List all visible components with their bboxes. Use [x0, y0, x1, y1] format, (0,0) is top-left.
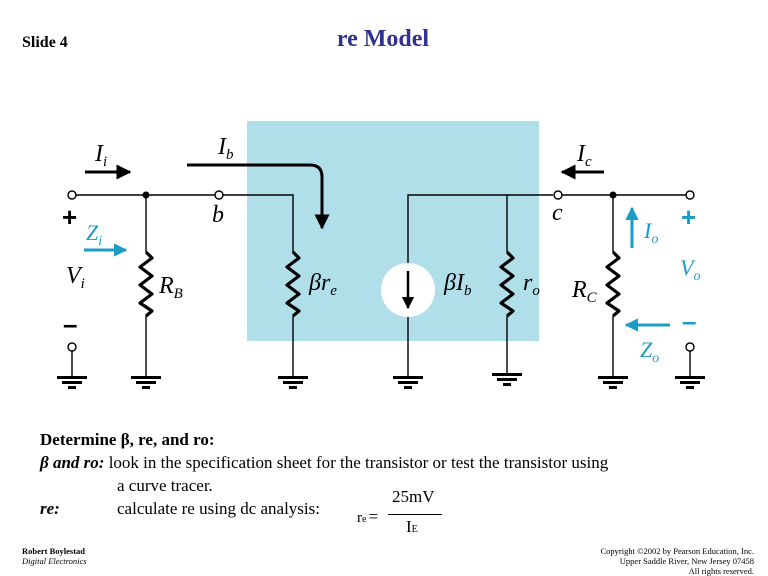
- base-terminal: [214, 190, 224, 200]
- output-terminal: [685, 190, 695, 200]
- ro-resistor: [499, 250, 515, 318]
- label-vo: Vo: [680, 255, 700, 284]
- copyright-line-3: All rights reserved.: [688, 566, 754, 576]
- determine-heading: Determine β, re, and ro:: [40, 430, 215, 449]
- formula-numerator: 25mV: [392, 487, 435, 506]
- vi-minus-terminal: [67, 342, 77, 352]
- label-beta-re: βre: [308, 270, 337, 299]
- ground-symbol: [131, 376, 161, 389]
- vi-minus-sign: –: [63, 309, 77, 339]
- ground-symbol: [598, 376, 628, 389]
- vo-plus-sign: +: [681, 202, 696, 232]
- ib-arrow: [187, 163, 330, 230]
- beta-ro-text: look in the specification sheet for the …: [104, 453, 609, 472]
- label-zo: Zo: [640, 337, 659, 366]
- label-vi: Vi: [66, 263, 85, 292]
- ground-symbol: [492, 373, 522, 386]
- label-ic: Ic: [576, 141, 592, 170]
- vo-minus-sign: –: [682, 306, 696, 336]
- formula-denominator: IE: [406, 517, 418, 536]
- re-model-circuit-diagram: Ii Ib Ic b c Vi RB βre βIb ro RC Zi Io V…: [57, 121, 705, 389]
- beta-ro-line: β and ro: look in the specification shee…: [40, 451, 608, 474]
- ground-symbol: [278, 376, 308, 389]
- label-io: Io: [643, 218, 658, 247]
- label-rb: RB: [158, 273, 183, 302]
- label-ii: Ii: [94, 141, 107, 170]
- collector-wire: [407, 194, 553, 270]
- slide-title: re Model: [0, 26, 768, 53]
- label-ib: Ib: [217, 134, 234, 163]
- copyright-line-2: Upper Saddle River, New Jersey 07458: [619, 556, 754, 566]
- slide-number: Slide 4: [22, 34, 68, 51]
- rb-resistor: [138, 250, 154, 318]
- output-junction-dot: [609, 191, 617, 199]
- ground-symbol: [393, 376, 423, 389]
- footer-author: Robert Boylestad Digital Electronics: [22, 546, 87, 566]
- slide-title-text: re Model: [336, 26, 430, 52]
- input-terminal: [67, 190, 77, 200]
- curve-tracer-line: a curve tracer.: [117, 476, 213, 495]
- re-text: calculate re using dc analysis:: [117, 499, 320, 518]
- rc-resistor: [605, 250, 621, 318]
- label-zi: Zi: [86, 220, 102, 249]
- ground-symbol: [675, 376, 705, 389]
- bre-resistor: [285, 250, 301, 318]
- collector-terminal: [553, 190, 563, 200]
- ground-symbol: [57, 376, 87, 389]
- base-wire: [223, 194, 294, 253]
- beta-ro-label: β and ro:: [40, 453, 105, 472]
- label-ro: ro: [523, 270, 540, 299]
- re-label: re:: [40, 499, 60, 518]
- author-name: Robert Boylestad: [22, 546, 86, 556]
- label-node-c: c: [552, 200, 563, 226]
- book-title: Digital Electronics: [22, 556, 87, 566]
- copyright-line-1: Copyright ©2002 by Pearson Education, In…: [600, 546, 754, 556]
- re-line: re: calculate re using dc analysis:: [40, 497, 320, 520]
- vo-minus-terminal: [685, 342, 695, 352]
- footer-copyright: Copyright ©2002 by Pearson Education, In…: [600, 546, 754, 576]
- vi-plus-sign: +: [62, 202, 77, 232]
- fraction-bar: [388, 514, 442, 515]
- formula-lhs: re=: [357, 507, 379, 526]
- label-beta-ib: βIb: [443, 270, 472, 299]
- input-junction-dot: [142, 191, 150, 199]
- label-rc: RC: [571, 277, 598, 306]
- label-node-b: b: [212, 202, 224, 228]
